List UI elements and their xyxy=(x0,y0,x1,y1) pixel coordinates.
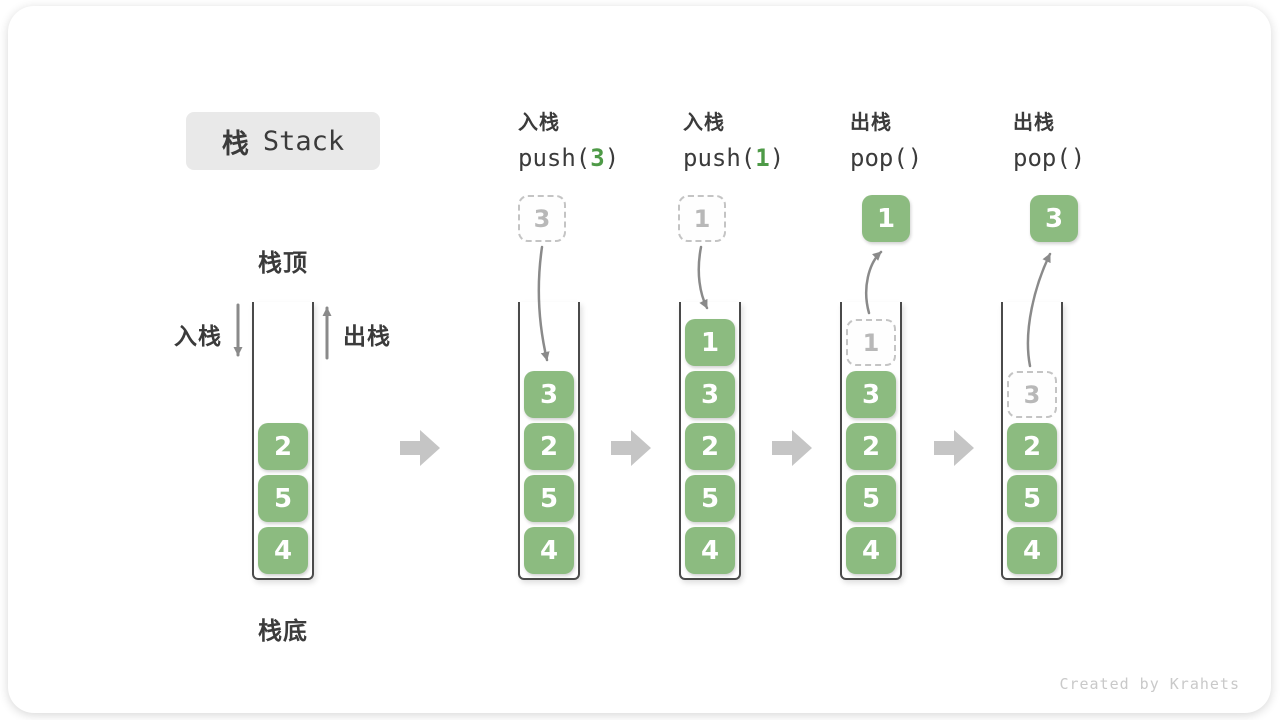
diagram-card xyxy=(8,6,1271,713)
